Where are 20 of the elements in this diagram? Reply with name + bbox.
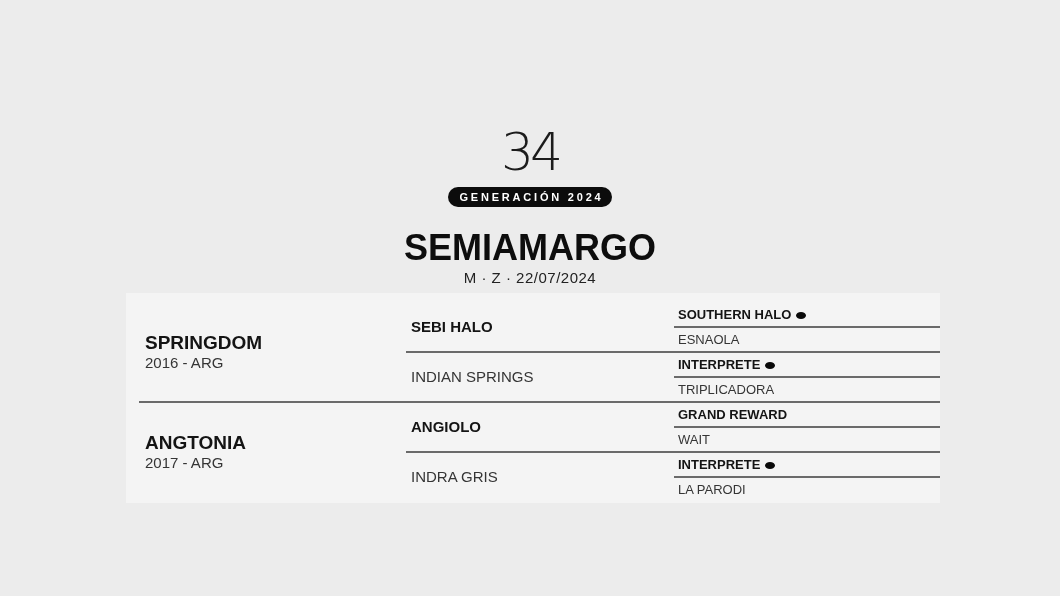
birth-info: 2016 - ARG	[145, 354, 224, 372]
birth-info: 2017 - ARG	[145, 454, 224, 472]
sire-name: SEBI HALO	[411, 318, 493, 336]
dam-name: INDIAN SPRINGS	[411, 368, 534, 386]
dam-name: TRIPLICADORA	[678, 381, 775, 398]
dam-name: INDRA GRIS	[411, 468, 498, 486]
dam-name: LA PARODI	[678, 481, 746, 498]
sex-coat-birthdate: M · Z · 22/07/2024	[463, 269, 597, 287]
generation-tag: GENERACIÓN 2024	[448, 187, 612, 207]
sire-name: SOUTHERN HALO	[678, 306, 792, 323]
sire-name: INTERPRETE	[678, 356, 761, 373]
dam-name: WAIT	[678, 431, 710, 448]
horse-name-title: SEMIAMARGO	[404, 230, 656, 266]
horse-name: ANGTONIA	[145, 432, 246, 454]
sire-name: ANGIOLO	[411, 418, 481, 436]
lot-number: 34	[500, 126, 560, 178]
sire-name: INTERPRETE	[678, 456, 761, 473]
horse-name: SPRINGDOM	[145, 332, 263, 354]
dam-name: ESNAOLA	[678, 331, 740, 348]
sire-name: GRAND REWARD	[678, 406, 788, 423]
